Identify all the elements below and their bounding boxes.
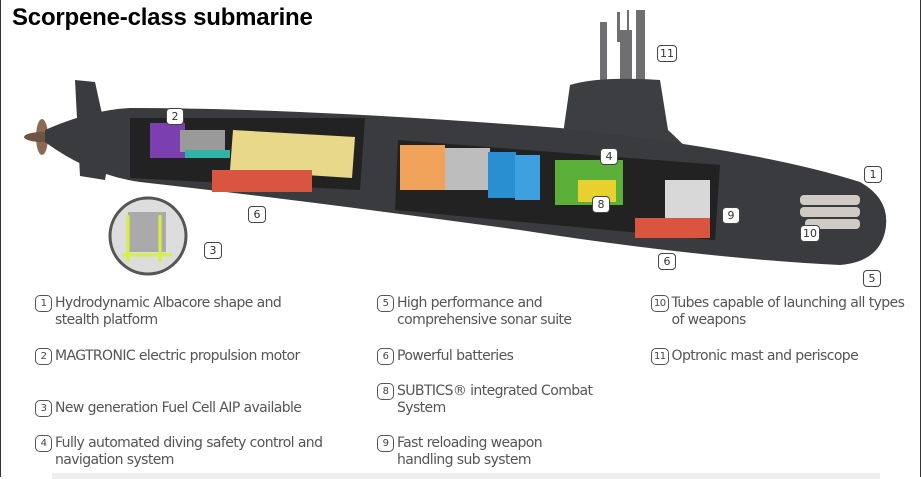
legend-number: 9	[377, 435, 394, 452]
legend-text: Fully automated diving safety control an…	[55, 435, 323, 468]
weapon-rack	[665, 180, 710, 218]
crew-area	[445, 148, 490, 190]
fuel-cell-aip-module	[230, 130, 355, 178]
callout-11: 11	[657, 45, 677, 62]
callout-6-aft: 6	[248, 206, 266, 223]
legend-text: New generation Fuel Cell AIP available	[55, 400, 302, 416]
callout-9: 9	[722, 207, 740, 224]
battery-aft	[212, 170, 312, 192]
callout-2: 2	[166, 108, 184, 125]
legend-text: Hydrodynamic Albacore shape and stealth …	[55, 295, 282, 328]
callout-3: 3	[204, 242, 222, 259]
callout-5: 5	[863, 270, 881, 287]
legend-text: MAGTRONIC electric propulsion motor	[55, 348, 300, 364]
legend-text: Powerful batteries	[397, 348, 514, 364]
callout-4: 4	[600, 148, 618, 165]
legend-number: 3	[35, 400, 52, 417]
legend-text: High performance and comprehensive sonar…	[397, 295, 572, 328]
callout-1: 1	[864, 166, 882, 183]
aip-inset-illustration	[108, 196, 188, 276]
legend-number: 6	[377, 348, 394, 365]
propulsion-motor	[150, 123, 185, 158]
legend-number: 5	[377, 295, 394, 312]
legend-text: Tubes capable of launching all types of …	[671, 295, 905, 328]
callout-8: 8	[592, 196, 610, 213]
legend-number: 11	[651, 348, 669, 365]
sonar-consoles	[488, 152, 516, 198]
callout-6-forward: 6	[658, 253, 676, 270]
legend-text: SUBTICS® integrated Combat System	[397, 383, 593, 416]
motor-equipment	[180, 130, 225, 152]
legend-number: 4	[35, 435, 52, 452]
bottom-divider	[52, 473, 880, 479]
legend-number: 10	[651, 295, 669, 312]
legend-text: Fast reloading weapon handling sub syste…	[397, 435, 543, 468]
torpedo-tubes	[800, 195, 860, 229]
optronic-masts	[600, 10, 645, 85]
legend-number: 2	[35, 348, 52, 365]
submarine-cutaway-illustration	[24, 10, 887, 276]
control-room	[400, 145, 445, 190]
legend-number: 1	[35, 295, 52, 312]
callout-10: 10	[800, 225, 820, 242]
navigation-consoles	[515, 155, 540, 200]
legend-text: Optronic mast and periscope	[671, 348, 859, 364]
diagram-title: Scorpene-class submarine	[12, 4, 313, 31]
motor-cooling	[185, 150, 230, 158]
legend-number: 8	[377, 383, 394, 400]
battery-forward	[635, 218, 710, 238]
